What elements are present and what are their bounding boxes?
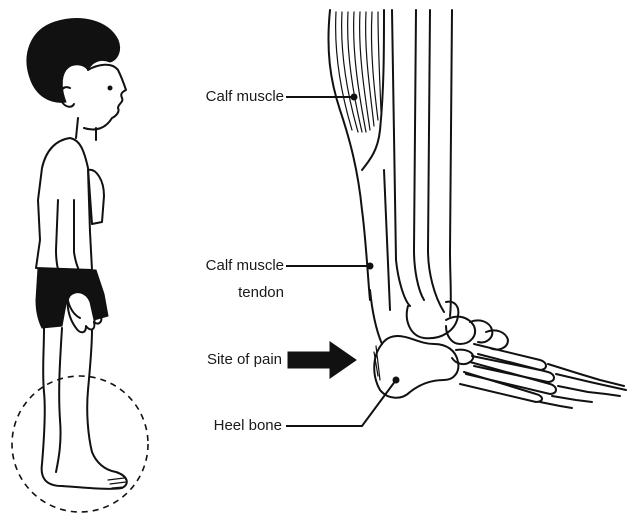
child-shirt [36,138,104,270]
heel-bone-shape [374,336,458,398]
fibula-bone [428,10,452,316]
child-leg-inner [56,328,62,472]
label-site-of-pain: Site of pain [207,350,282,370]
child-hair [27,19,120,103]
calf-muscle-leader-dot [351,94,358,101]
heel-bone-leader-dot [393,377,400,384]
child-toes [108,478,126,488]
label-calf-muscle: Calf muscle [206,87,284,107]
child-shorts [36,268,108,328]
tendon-leader-dot [367,263,374,270]
arrow-right-icon [288,342,356,378]
tibia-bone [392,10,424,306]
leader-lines [286,94,400,427]
foot-bones [452,344,626,408]
child-legs [42,328,127,489]
label-calf-muscle-tendon-line1: Calf muscle [206,256,284,276]
label-heel-bone: Heel bone [214,416,282,436]
achilles-tendon [370,290,382,344]
child-figure [12,19,148,512]
calf-muscle-fibers [336,12,381,132]
child-eye [108,86,113,91]
child-face [84,65,126,130]
heel-bone-leader [286,380,396,426]
pain-area-circle [12,376,148,512]
achilles-tendon-inner [384,170,390,310]
label-calf-muscle-tendon-line2: tendon [238,283,284,303]
leg-anatomy [328,10,626,408]
